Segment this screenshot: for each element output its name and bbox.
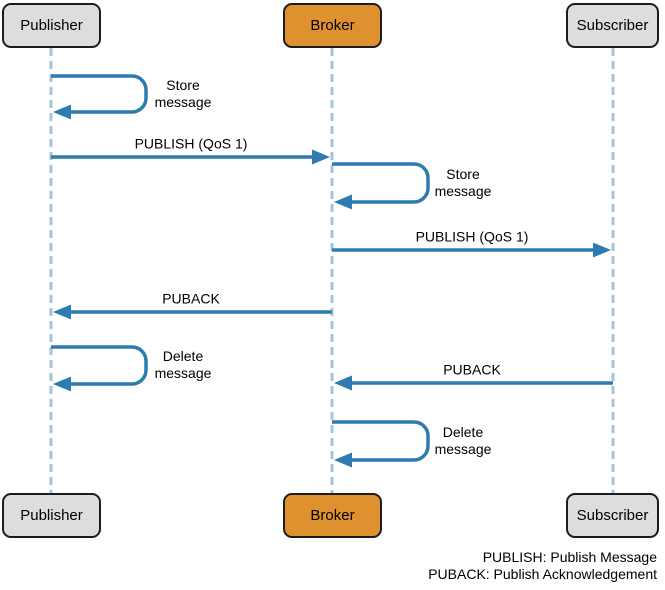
label-delete-message-broker: Delete message [434,424,492,457]
label-store-message-broker: Store message [434,166,492,199]
legend: PUBLISH: Publish Message PUBACK: Publish… [428,549,657,583]
arrowhead-icon [334,375,352,391]
label-publish-qos1-to-broker: PUBLISH (QoS 1) [134,135,248,152]
arrowhead-icon [593,242,611,258]
actor-box-subscriber-bottom: Subscriber [566,493,659,538]
self-loop-broker-store [332,162,430,210]
arrowhead-icon [334,452,352,468]
self-loop-publisher-store [51,74,148,120]
arrowhead-icon [53,376,71,392]
legend-line-puback: PUBACK: Publish Acknowledgement [428,566,657,582]
self-loop-publisher-delete [51,345,148,392]
arrowhead-icon [53,104,71,120]
actor-box-publisher-top: Publisher [2,3,101,48]
actor-box-broker-top: Broker [283,3,382,48]
label-store-message-publisher: Store message [154,77,212,110]
actor-box-subscriber-top: Subscriber [566,3,659,48]
label-puback-to-broker: PUBACK [443,361,501,378]
message-arrow-publish-to-broker [51,149,330,165]
label-puback-to-publisher: PUBACK [162,290,220,307]
actor-box-publisher-bottom: Publisher [2,493,101,538]
arrowhead-icon [334,194,352,210]
message-arrow-publish-to-subscriber [332,242,611,258]
actor-box-broker-bottom: Broker [283,493,382,538]
message-arrow-puback-to-broker [334,375,613,391]
arrowhead-icon [53,304,71,320]
message-arrow-puback-to-publisher [53,304,332,320]
arrowhead-icon [312,149,330,165]
label-delete-message-publisher: Delete message [154,348,212,381]
label-publish-qos1-to-subscriber: PUBLISH (QoS 1) [415,228,529,245]
legend-line-publish: PUBLISH: Publish Message [482,549,657,565]
self-loop-broker-delete [332,420,430,468]
